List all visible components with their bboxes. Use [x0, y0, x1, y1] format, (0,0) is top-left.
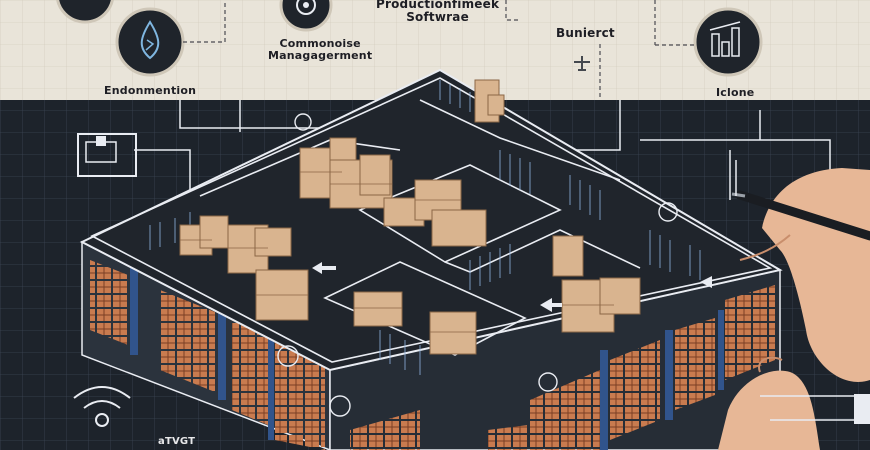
gear-icon [279, 0, 333, 32]
wifi-icon [73, 386, 131, 427]
monitor-icon [77, 133, 137, 177]
label-bunierct: Bunierct [556, 26, 615, 40]
hand-with-pen [731, 168, 870, 382]
box-stacks [179, 79, 641, 355]
label-commerce-management: Commonoise Managagerment [268, 38, 372, 62]
bar-chart-icon [693, 7, 763, 77]
faucet-icon [574, 56, 590, 71]
label-commerce-line2: Managagerment [268, 49, 373, 62]
label-production-line2: Softwrae [406, 10, 469, 24]
label-commerce-line1: Commonoise [279, 37, 361, 50]
circle-badge-icon [56, 0, 114, 24]
label-iclone: Iclone [716, 86, 755, 99]
label-endonmention: Endonmention [104, 84, 197, 97]
label-production-line1: Productionfimeek [376, 0, 500, 11]
label-production-software: Productionfimeek Softwrae [376, 0, 499, 24]
warehouse [79, 68, 783, 450]
second-hand [718, 356, 820, 450]
droplet-icon [115, 7, 185, 77]
connector-lines [183, 0, 694, 100]
label-bottom: aTVGT [158, 436, 196, 447]
